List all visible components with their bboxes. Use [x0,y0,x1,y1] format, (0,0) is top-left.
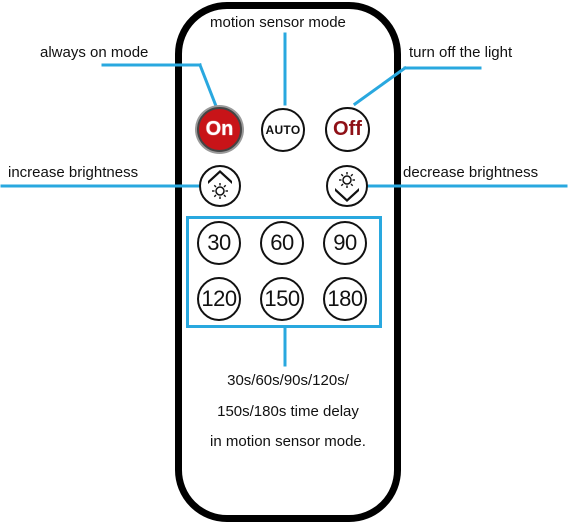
auto-button[interactable]: AUTO [261,108,305,152]
callout-motion-sensor-mode: motion sensor mode [210,14,346,31]
increase-brightness-button[interactable] [199,165,241,207]
off-button-label: Off [333,118,362,140]
time-90-label: 90 [333,230,357,255]
time-delay-description-line-2: 150s/180s time delay [217,403,359,420]
time-delay-button-group [186,216,382,328]
time-120-label: 120 [201,286,237,311]
callout-always-on-mode: always on mode [40,44,149,61]
time-120-button[interactable]: 120 [197,277,241,321]
time-30-button[interactable]: 30 [197,221,241,265]
callout-decrease-brightness: decrease brightness [403,164,539,181]
decrease-brightness-button[interactable] [326,165,368,207]
time-delay-description-line-1: 30s/60s/90s/120s/ [227,372,349,389]
time-60-label: 60 [270,230,294,255]
on-button-label: On [205,118,234,140]
time-150-button[interactable]: 150 [260,277,304,321]
time-180-button[interactable]: 180 [323,277,367,321]
brightness-up-icon [208,170,232,199]
time-90-button[interactable]: 90 [323,221,367,265]
on-button[interactable]: On [197,107,242,152]
time-30-label: 30 [207,230,231,255]
callout-increase-brightness: increase brightness [8,164,139,181]
off-button[interactable]: Off [325,107,370,152]
time-delay-description-line-3: in motion sensor mode. [210,433,366,450]
callout-turn-off-light: turn off the light [409,44,513,61]
time-150-label: 150 [264,286,300,311]
auto-button-label: AUTO [265,123,301,137]
brightness-down-icon [335,172,359,202]
time-60-button[interactable]: 60 [260,221,304,265]
time-180-label: 180 [327,286,363,311]
